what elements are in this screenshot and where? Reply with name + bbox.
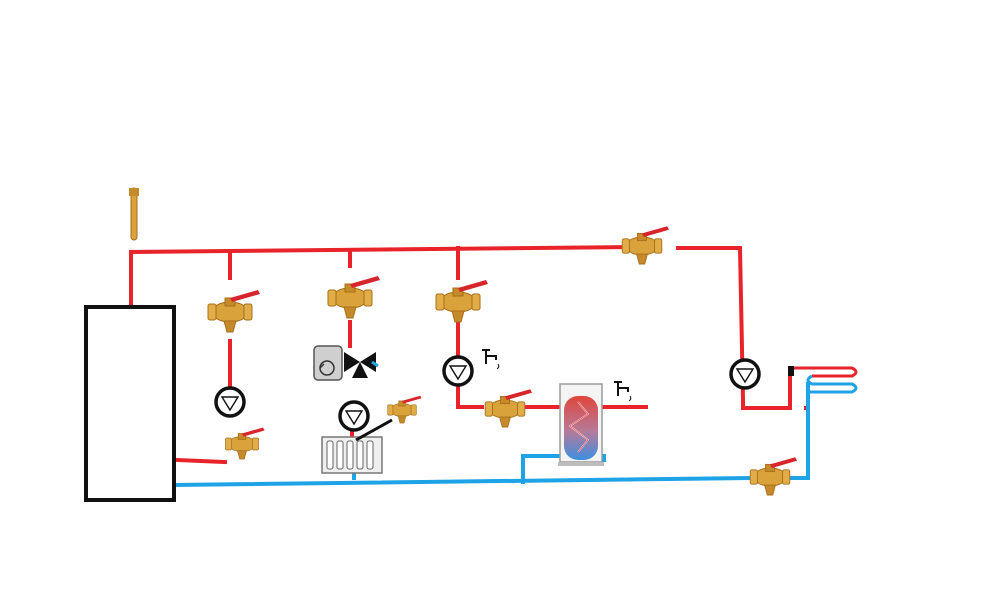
valve-icon [621,225,670,265]
valve-icon [484,388,533,428]
pump-icon [214,386,246,418]
tap-icon [481,349,500,370]
valve-icon [327,275,381,319]
mixing-valve-icon [344,352,376,378]
pump-icon [442,355,474,387]
hot-water-cylinder [558,383,604,466]
thermometer-icon [129,187,139,241]
valve-icon [387,395,422,424]
valve-icon [207,289,261,333]
supply-pipes [129,244,810,465]
return-pipes [171,382,810,488]
valve-icon [225,427,265,460]
valve-actuator-icon [313,345,343,381]
valve-icon [749,456,798,496]
pump-icon [338,400,370,432]
tap-icon [613,381,632,402]
radiator-icon [321,418,393,474]
valve-icon [435,279,489,323]
pump-icon [729,358,761,390]
boiler [84,305,176,502]
underfloor-heating-icon [788,366,858,394]
